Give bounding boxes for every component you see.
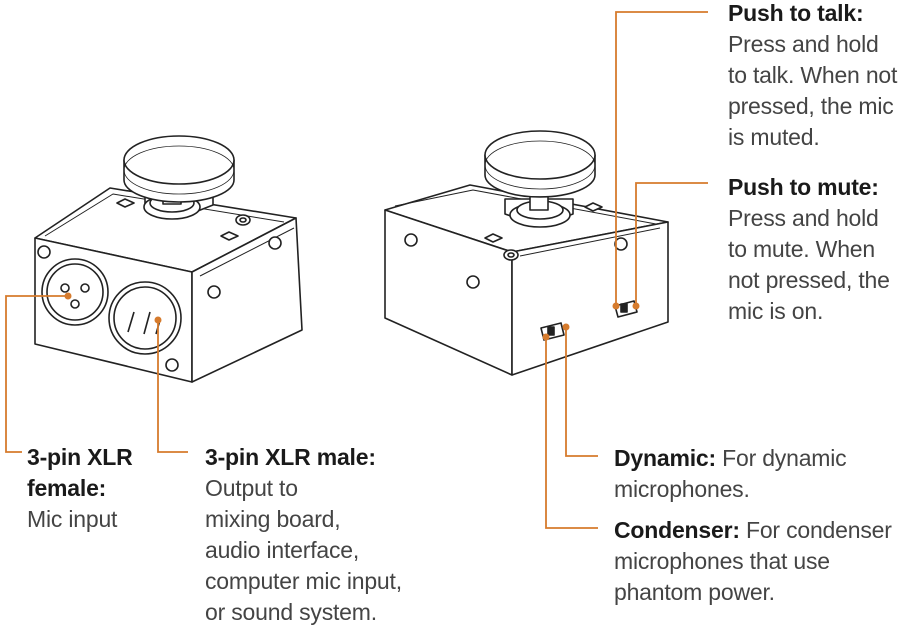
callout-line: audio interface,	[205, 537, 360, 563]
callout-line: microphones that use	[614, 548, 830, 574]
callout-push-to-talk: Push to talk: Press and hold to talk. Wh…	[728, 0, 897, 153]
callout-first-line: Condenser: For condenser	[614, 515, 892, 546]
callout-title: female:	[27, 475, 107, 501]
left-device	[34, 135, 303, 383]
callout-push-to-mute: Push to mute: Press and hold to mute. Wh…	[728, 172, 890, 327]
callout-condenser: Condenser: For condenser microphones tha…	[614, 515, 892, 608]
right-device	[384, 130, 669, 376]
callout-line: or sound system.	[205, 599, 377, 625]
callout-line: Press and hold	[728, 31, 879, 57]
callout-line: to mute. When	[728, 236, 875, 262]
callout-title: Push to mute:	[728, 174, 879, 200]
leader-lines	[5, 11, 708, 529]
leader-push-to-mute	[635, 182, 708, 306]
callout-line: For dynamic	[715, 445, 847, 471]
callout-title: Dynamic:	[614, 445, 716, 471]
callout-line: Press and hold	[728, 205, 879, 231]
callout-line: Output to	[205, 475, 298, 501]
leader-dots	[64, 292, 640, 341]
callout-xlr-male: 3-pin XLR male: Output to mixing board, …	[205, 442, 402, 628]
callout-line: is muted.	[728, 124, 820, 150]
callout-dynamic: Dynamic: For dynamic microphones.	[614, 443, 847, 505]
callout-line: mic is on.	[728, 298, 824, 324]
callout-line: mixing board,	[205, 506, 341, 532]
callout-line: phantom power.	[614, 579, 775, 605]
leader-xlr-male	[157, 320, 188, 453]
leader-dynamic	[565, 327, 598, 457]
callout-line: to talk. When not	[728, 62, 898, 88]
callout-xlr-female: 3-pin XLR female: Mic input	[27, 442, 133, 535]
callout-line: microphones.	[614, 476, 750, 502]
callout-title: Condenser:	[614, 517, 740, 543]
callout-line: not pressed, the	[728, 267, 890, 293]
callout-line: For condenser	[739, 517, 892, 543]
callout-line: computer mic input,	[205, 568, 402, 594]
callout-title: Push to talk:	[728, 0, 864, 26]
callout-title: 3-pin XLR male:	[205, 444, 376, 470]
leader-xlr-female	[5, 295, 68, 453]
callout-line: pressed, the mic	[728, 93, 894, 119]
leader-push-to-talk	[615, 11, 708, 306]
callout-first-line: Dynamic: For dynamic	[614, 443, 847, 474]
callout-title: 3-pin XLR	[27, 444, 133, 470]
callout-line: Mic input	[27, 506, 118, 532]
leader-condenser	[545, 337, 598, 529]
